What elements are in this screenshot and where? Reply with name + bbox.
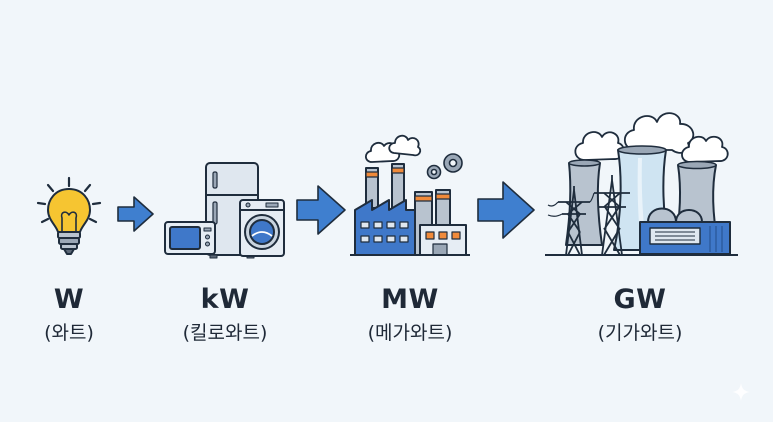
home-appliances-icon (164, 162, 285, 259)
gear-icon (426, 153, 463, 180)
light-bulb-icon (36, 176, 102, 255)
unit-name: (와트) (44, 322, 94, 344)
power-lines (547, 192, 595, 217)
unit-symbol: MW (381, 284, 439, 315)
unit-name: (킬로와트) (182, 322, 268, 344)
unit-symbol: GW (613, 284, 667, 315)
stage-watt-label: W (와트) (44, 285, 94, 345)
microwave-icon (164, 221, 216, 255)
sparkle-icon (732, 383, 750, 401)
stage-kilowatt-label: kW (킬로와트) (183, 285, 268, 345)
unit-symbol: W (53, 284, 85, 315)
right-arrow-icon (296, 185, 346, 235)
washing-machine-icon (239, 199, 285, 257)
unit-name: (기가와트) (597, 322, 683, 344)
unit-symbol: kW (200, 284, 250, 315)
factory-icon (350, 134, 470, 256)
right-arrow-icon (477, 181, 535, 239)
transmission-tower-icon (558, 186, 590, 256)
transmission-tower-icon (594, 175, 630, 256)
light-rays (36, 176, 102, 224)
stage-megawatt-label: MW (메가와트) (368, 285, 453, 345)
steam-icon (574, 112, 729, 163)
right-arrow-icon (117, 196, 154, 232)
smoke-icon (364, 134, 422, 163)
unit-name: (메가와트) (367, 322, 453, 344)
power-plant-icon (545, 112, 738, 256)
stage-gigawatt-label: GW (기가와트) (598, 285, 683, 345)
